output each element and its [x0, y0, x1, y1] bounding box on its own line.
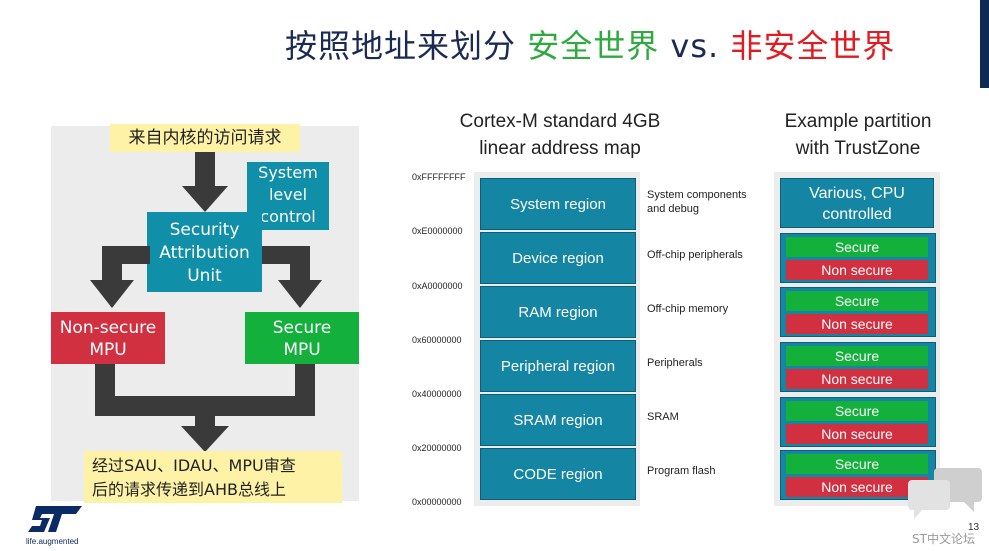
partition-header: Example partition with TrustZone: [752, 108, 964, 162]
page-number: 13: [968, 522, 980, 533]
partition-top-line: Various, CPU: [809, 185, 905, 202]
address-map-header-line: linear address map: [479, 138, 641, 159]
security-attribution-unit-box: Security Attribution Unit: [147, 212, 262, 292]
accent-bar: [980, 0, 989, 88]
address-label: 0xE0000000: [412, 226, 463, 236]
title-part-1: 按照地址来划分: [285, 27, 517, 65]
partition-top-line: controlled: [822, 206, 892, 223]
region-description: SRAM: [647, 411, 679, 423]
system-control-line: control: [260, 207, 316, 226]
st-logo-icon: [28, 506, 82, 532]
region-description-line: System components: [647, 189, 747, 201]
address-label: 0x40000000: [412, 389, 462, 399]
non-secure-mpu-line: MPU: [89, 340, 127, 360]
system-control-line: System: [258, 163, 318, 182]
non-secure-label: Non secure: [786, 424, 928, 444]
non-secure-label: Non secure: [786, 314, 928, 334]
memory-region-code: CODE region: [480, 448, 636, 500]
region-description: Off-chip memory: [647, 303, 729, 315]
region-description-line: and debug: [647, 203, 699, 215]
sau-line: Attribution: [159, 243, 250, 263]
forum-watermark: ST中文论坛: [912, 532, 975, 546]
partition-header-line: Example partition: [784, 111, 932, 132]
partition-block: Secure Non secure: [780, 397, 936, 447]
memory-region-ram: RAM region: [480, 286, 636, 338]
arrow-down-icon: [182, 152, 228, 212]
address-map-header-line: Cortex-M standard 4GB: [459, 111, 661, 132]
request-label: 来自内核的访问请求: [110, 124, 300, 152]
region-description: Program flash: [647, 465, 716, 477]
secure-label: Secure: [786, 454, 928, 474]
non-secure-label: Non secure: [786, 477, 928, 497]
region-description: Off-chip peripherals: [647, 249, 743, 261]
partition-top-block: Various, CPU controlled: [780, 178, 934, 228]
system-control-line: level: [268, 185, 308, 204]
chat-bubble-icon: [908, 468, 982, 519]
partition-block: Secure Non secure: [780, 450, 936, 500]
title-vs: vs.: [670, 27, 720, 65]
non-secure-label: Non secure: [786, 260, 928, 280]
partition-header-line: with TrustZone: [795, 138, 921, 159]
arrow-left-down-icon: [90, 246, 150, 308]
secure-label: Secure: [786, 346, 928, 366]
memory-region-system: System region: [480, 178, 636, 230]
address-label: 0x60000000: [412, 335, 462, 345]
secure-mpu-line: MPU: [283, 340, 321, 360]
partition-block: Secure Non secure: [780, 342, 936, 392]
merge-arrow-icon: [95, 364, 315, 452]
result-label: 经过SAU、IDAU、MPU审查 后的请求传递到AHB总线上: [84, 451, 342, 503]
title-secure-world: 安全世界: [527, 27, 660, 65]
non-secure-mpu-line: Non-secure: [59, 318, 157, 338]
result-line: 后的请求传递到AHB总线上: [92, 480, 286, 499]
sau-line: Security: [169, 220, 240, 240]
non-secure-mpu-box: Non-secure MPU: [51, 312, 165, 364]
memory-region-sram: SRAM region: [480, 394, 636, 446]
secure-label: Secure: [786, 401, 928, 421]
logo-tagline: life.augmented: [26, 537, 79, 546]
address-label: 0x00000000: [412, 497, 462, 507]
result-line: 经过SAU、IDAU、MPU审查: [92, 456, 296, 475]
memory-region-device: Device region: [480, 232, 636, 284]
secure-mpu-box: Secure MPU: [245, 312, 359, 364]
secure-mpu-line: Secure: [272, 318, 332, 338]
region-description: Peripherals: [647, 357, 703, 369]
address-map-header: Cortex-M standard 4GB linear address map: [430, 108, 690, 162]
address-label: 0x20000000: [412, 443, 462, 453]
title-non-secure-world: 非安全世界: [730, 27, 896, 65]
non-secure-label: Non secure: [786, 369, 928, 389]
partition-block: Secure Non secure: [780, 287, 936, 337]
arrow-right-down-icon: [262, 246, 322, 308]
address-label: 0xFFFFFFFF: [412, 172, 466, 182]
memory-region-peripheral: Peripheral region: [480, 340, 636, 392]
sau-line: Unit: [187, 266, 222, 286]
address-label: 0xA0000000: [412, 281, 463, 291]
page-title: 按照地址来划分 安全世界 vs. 非安全世界: [285, 24, 895, 68]
region-description: System components and debug: [647, 188, 747, 216]
secure-label: Secure: [786, 237, 928, 257]
secure-label: Secure: [786, 291, 928, 311]
partition-block: Secure Non secure: [780, 233, 936, 283]
